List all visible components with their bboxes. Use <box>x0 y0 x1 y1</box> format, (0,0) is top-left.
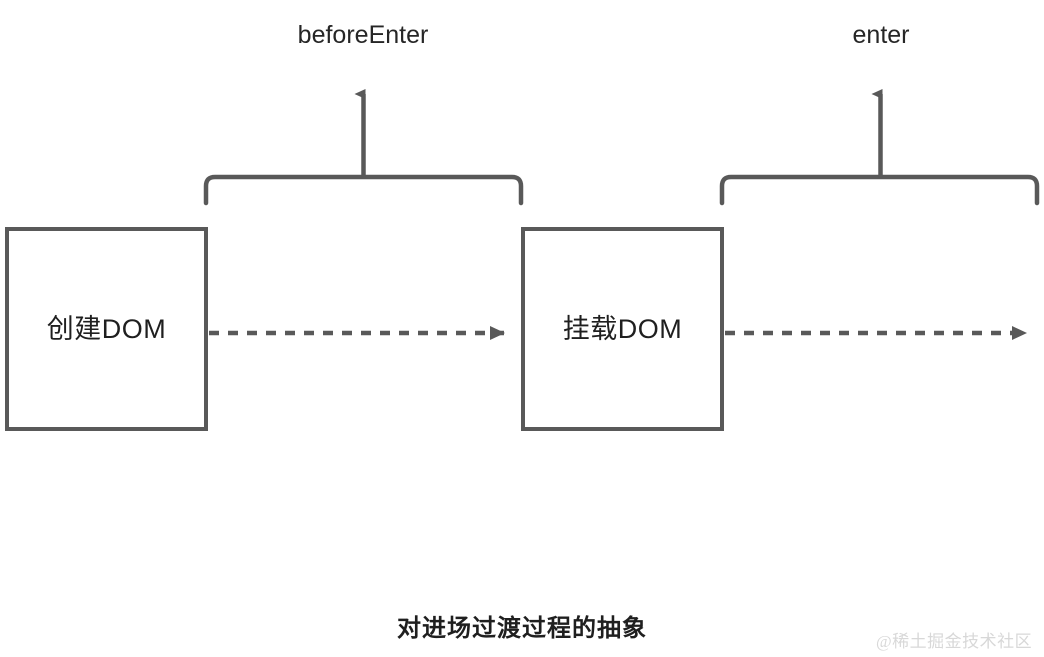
bracket-enter <box>719 174 1040 206</box>
hook-label-beforeenter: beforeEnter <box>297 21 429 49</box>
stage-box-mount-dom[interactable]: 挂载DOM <box>521 227 724 431</box>
bracket-beforeenter <box>203 174 524 206</box>
watermark: @稀土掘金技术社区 <box>876 632 1033 651</box>
stage-label-mount-dom: 挂载DOM <box>562 313 683 344</box>
hook-label-enter: enter <box>852 21 910 49</box>
stage-label-create-dom: 创建DOM <box>46 313 167 344</box>
diagram-caption: 对进场过渡过程的抽象 <box>397 615 647 642</box>
stage-box-create-dom[interactable]: 创建DOM <box>5 227 208 431</box>
